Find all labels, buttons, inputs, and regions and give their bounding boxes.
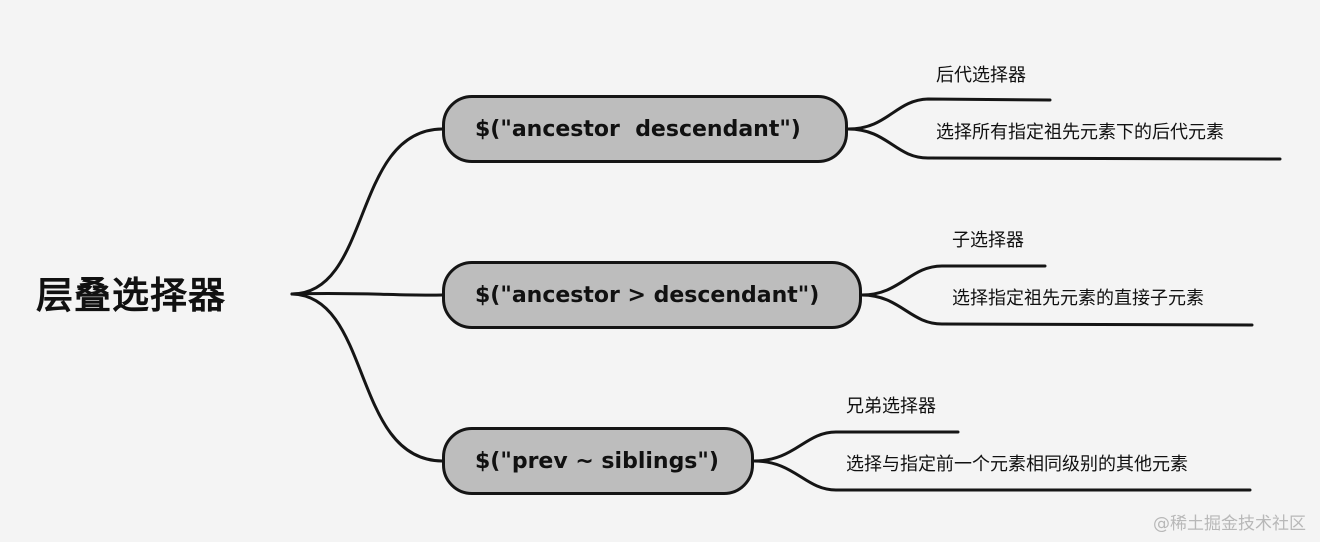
leaf-branch2-description: 选择指定祖先元素的直接子元素 bbox=[952, 288, 1204, 309]
root-connector-3 bbox=[290, 292, 444, 463]
root-topic: 层叠选择器 bbox=[36, 274, 226, 317]
branch-node-child-selector: $("ancestor > descendant") bbox=[442, 261, 862, 329]
branch-node-descendant-selector: $("ancestor descendant") bbox=[442, 95, 848, 163]
root-connector-2 bbox=[290, 291, 444, 297]
leaf-branch2-name: 子选择器 bbox=[952, 230, 1024, 251]
watermark: @稀土掘金技术社区 bbox=[1153, 514, 1306, 534]
leaf-branch1-name: 后代选择器 bbox=[936, 65, 1026, 86]
leaf-branch3-description: 选择与指定前一个元素相同级别的其他元素 bbox=[846, 454, 1188, 475]
root-connector-1 bbox=[290, 127, 444, 296]
branch-node-sibling-selector: $("prev ~ siblings") bbox=[442, 427, 754, 495]
leaf-branch1-description: 选择所有指定祖先元素下的后代元素 bbox=[936, 122, 1224, 143]
leaf-branch3-name: 兄弟选择器 bbox=[846, 396, 936, 417]
